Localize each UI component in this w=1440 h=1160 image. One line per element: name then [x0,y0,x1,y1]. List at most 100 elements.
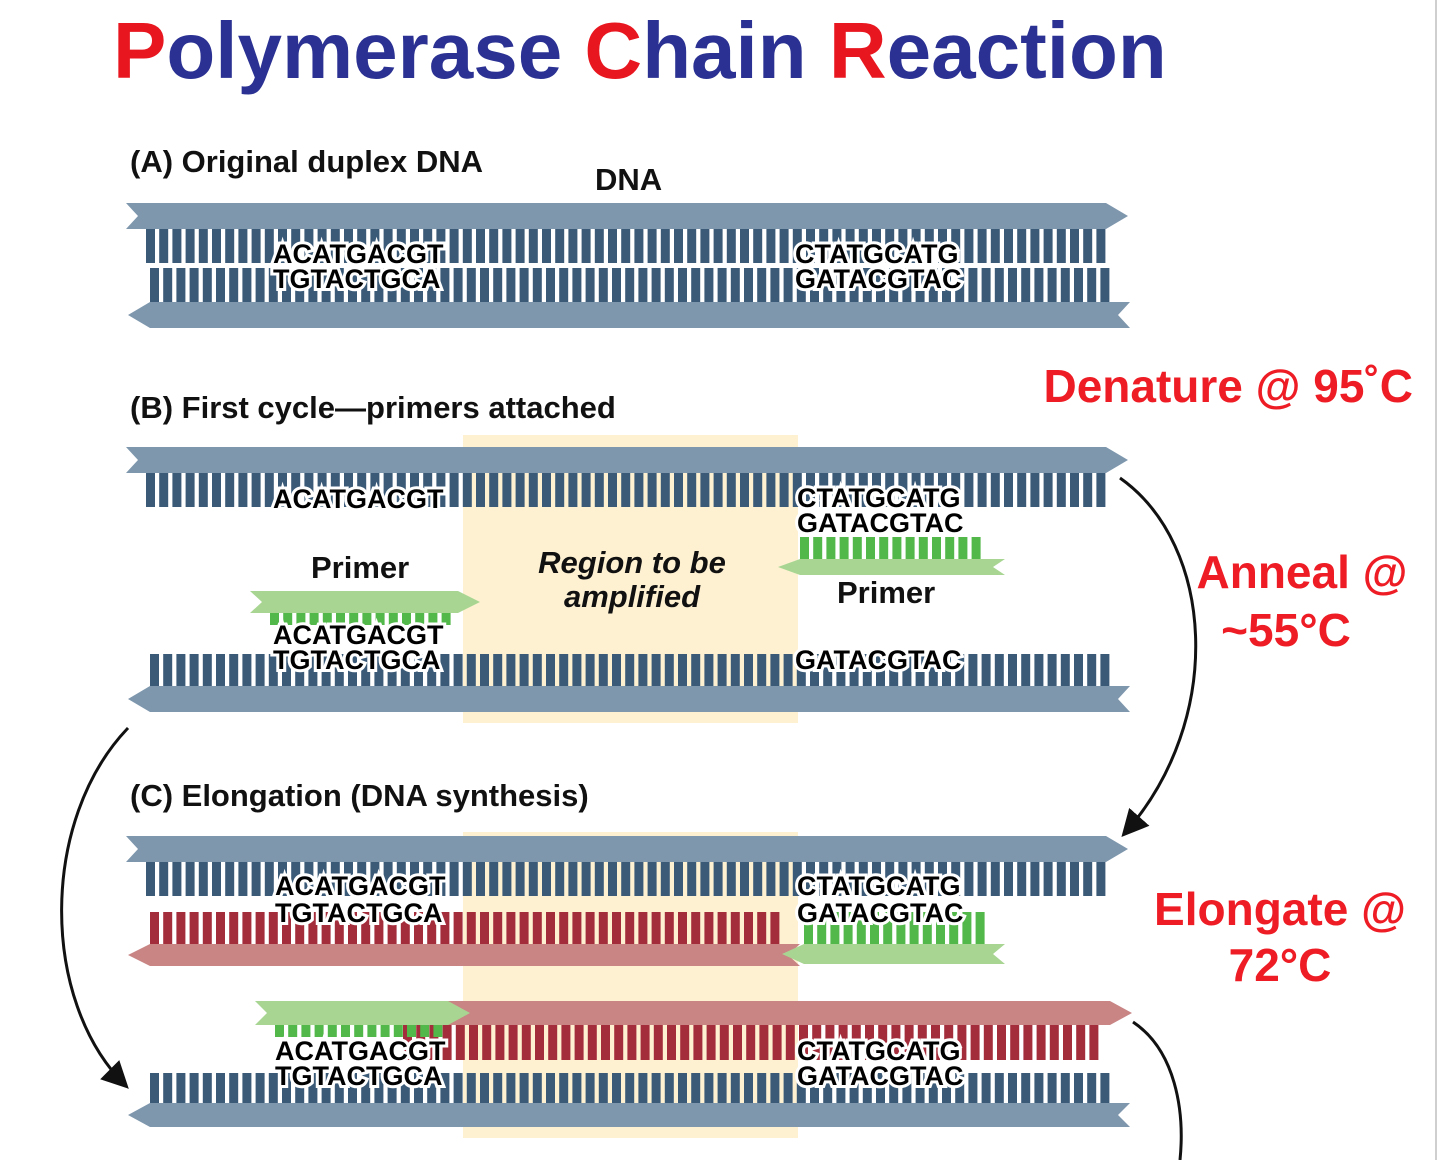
panel-b-top-right-seq: CTATGCATG [797,483,960,513]
panel-c-d2-template-base [625,1073,635,1103]
panel-b-bottom-strand-base [387,654,397,686]
dna-label: DNA [595,162,662,197]
panel-a-bottom-strand-base [770,268,780,302]
panel-a-top-strand-base [212,229,221,263]
panel-c-d2-primer-base [341,1025,350,1037]
panel-c-d1-new-strand-base [453,912,463,944]
panel-a-bottom-strand-base [414,268,423,302]
panel-c-d2-primer-base [327,1025,337,1037]
panel-a-bottom-strand-base [942,268,951,302]
elongate-step-label-line2: 72°C [1229,939,1332,991]
panel-b-left-primer-base [375,613,385,625]
panel-c-d2-template-base [994,1073,1004,1103]
panel-c-d1-template-base [766,862,776,896]
panel-c-d2-template-base [321,1073,331,1103]
panel-c-d1-template-base [225,862,235,896]
panel-c-d1-new-strand-base [400,912,410,944]
panel-b-bottom-strand-base [889,654,899,686]
panel-c-d2-template-base [189,1073,199,1103]
panel-c-d2-template-base [400,1073,410,1103]
panel-a-bottom-strand-base [585,268,595,302]
panel-a-bottom-strand-base [849,268,859,302]
panel-c-d1-new-strand-base [361,912,371,944]
panel-b-top-strand-base [977,473,987,507]
panel-a-top-strand-base [753,229,763,263]
panel-b-left-primer-base [336,613,345,625]
panel-c-d1-new-strand-base [268,912,278,944]
panel-a-bottom-strand-base [229,268,239,302]
panel-b-top-strand-base [581,473,591,507]
panel-b-bottom-strand-base [295,654,305,686]
panel-c-d1-template-base [238,862,248,896]
panel-b-left-primer-base [283,613,293,625]
panel-b-bottom-strand-base [651,654,661,686]
panel-a-top-strand-backbone [126,203,1128,229]
panel-c-d1-template-base [159,862,169,896]
panel-c-d1-new-strand-base [374,912,384,944]
panel-a-bottom-strand-base [532,268,542,302]
page-title: Polymerase Chain Reaction [113,6,1167,95]
panel-a-top-strand-base [885,229,895,263]
panel-c-d2-new-strand-base [693,1025,703,1060]
panel-b-left-primer-base [349,613,359,625]
panel-c-d1-template-base [753,862,763,896]
panel-c-d2-template-base [704,1073,714,1103]
panel-a-bottom-strand-base [559,268,569,302]
panel-b-bottom-strand-base [612,654,621,686]
panel-a-top-strand-base [317,229,327,263]
panel-c-d1-template-base [647,862,657,896]
panel-a-top-strand-base [251,229,261,263]
panel-c-d1-primer-base [870,912,879,944]
panel-b-top-strand-base [555,473,565,507]
panel-c-d1-template-base [1030,862,1040,896]
panel-a-bottom-strand-base [810,268,819,302]
panel-c-d1-primer-base [922,912,932,944]
panel-c-d1-new-strand-base [189,912,199,944]
panel-b-bottom-strand-base [150,654,159,686]
panel-c-d2-new-strand-base [521,1025,531,1060]
panel-a-bottom-strand-base [678,268,687,302]
panel-c-d2-new-strand-base [680,1025,690,1060]
panel-c-d2-template-base [862,1073,872,1103]
panel-c-d2-new-strand-base [429,1025,439,1060]
panel-b-top-strand-base [753,473,763,507]
panel-c-d2-primer-base [420,1025,430,1037]
panel-b-bottom-strand-base [942,654,951,686]
panel-c-d2-template-base [664,1073,674,1103]
panel-b-label: (B) First cycle—primers attached [130,390,616,425]
panel-c-d2-new-strand-base [667,1025,676,1060]
panel-b-top-strand-base [225,473,235,507]
panel-c-d2-new-strand-backbone [383,1001,1132,1025]
panel-a-bottom-strand-base [1047,268,1057,302]
panel-c-d2-new-strand-base [812,1025,822,1060]
panel-c-d2-template-base [757,1073,767,1103]
panel-c-d2-template-base [981,1073,991,1103]
panel-c-d2-left-top-seq: ACATGACGT [275,1036,446,1066]
panel-a-bottom-strand-base [994,268,1004,302]
panel-a-bottom-strand-base [453,268,463,302]
panel-c-d2-template-base [480,1073,489,1103]
panel-b-right-primer-base [879,537,889,559]
panel-c-d1-new-strand-base [176,912,186,944]
panel-c-d1-template-backbone [126,836,1128,862]
panel-b-bottom-strand-base [1034,654,1044,686]
panel-c-d1-new-strand-base [150,912,159,944]
panel-c-d1-new-strand-base [242,912,252,944]
panel-b-bottom-strand-base [783,654,793,686]
panel-c-label: (C) Elongation (DNA synthesis) [130,778,589,813]
panel-b-top-strand-base [858,473,868,507]
panel-c-d2-template-base [176,1073,186,1103]
panel-c-d1-primer-base [843,912,853,944]
panel-a-top-strand-base [1043,229,1053,263]
panel-a-bottom-strand-base [387,268,397,302]
panel-a-bottom-strand-base [651,268,661,302]
panel-c-d2-new-strand-base [653,1025,663,1060]
panel-c-d2-primer-base [407,1025,416,1037]
panel-a-bottom-strand-base [308,268,318,302]
panel-a-bottom-strand-base [348,268,357,302]
panel-b-top-strand-base [911,473,921,507]
panel-c-d1-template-base [608,862,617,896]
panel-c-d2-template-base [678,1073,687,1103]
panel-a-top-strand-base [278,229,287,263]
panel-a-bottom-strand-base [1074,268,1083,302]
